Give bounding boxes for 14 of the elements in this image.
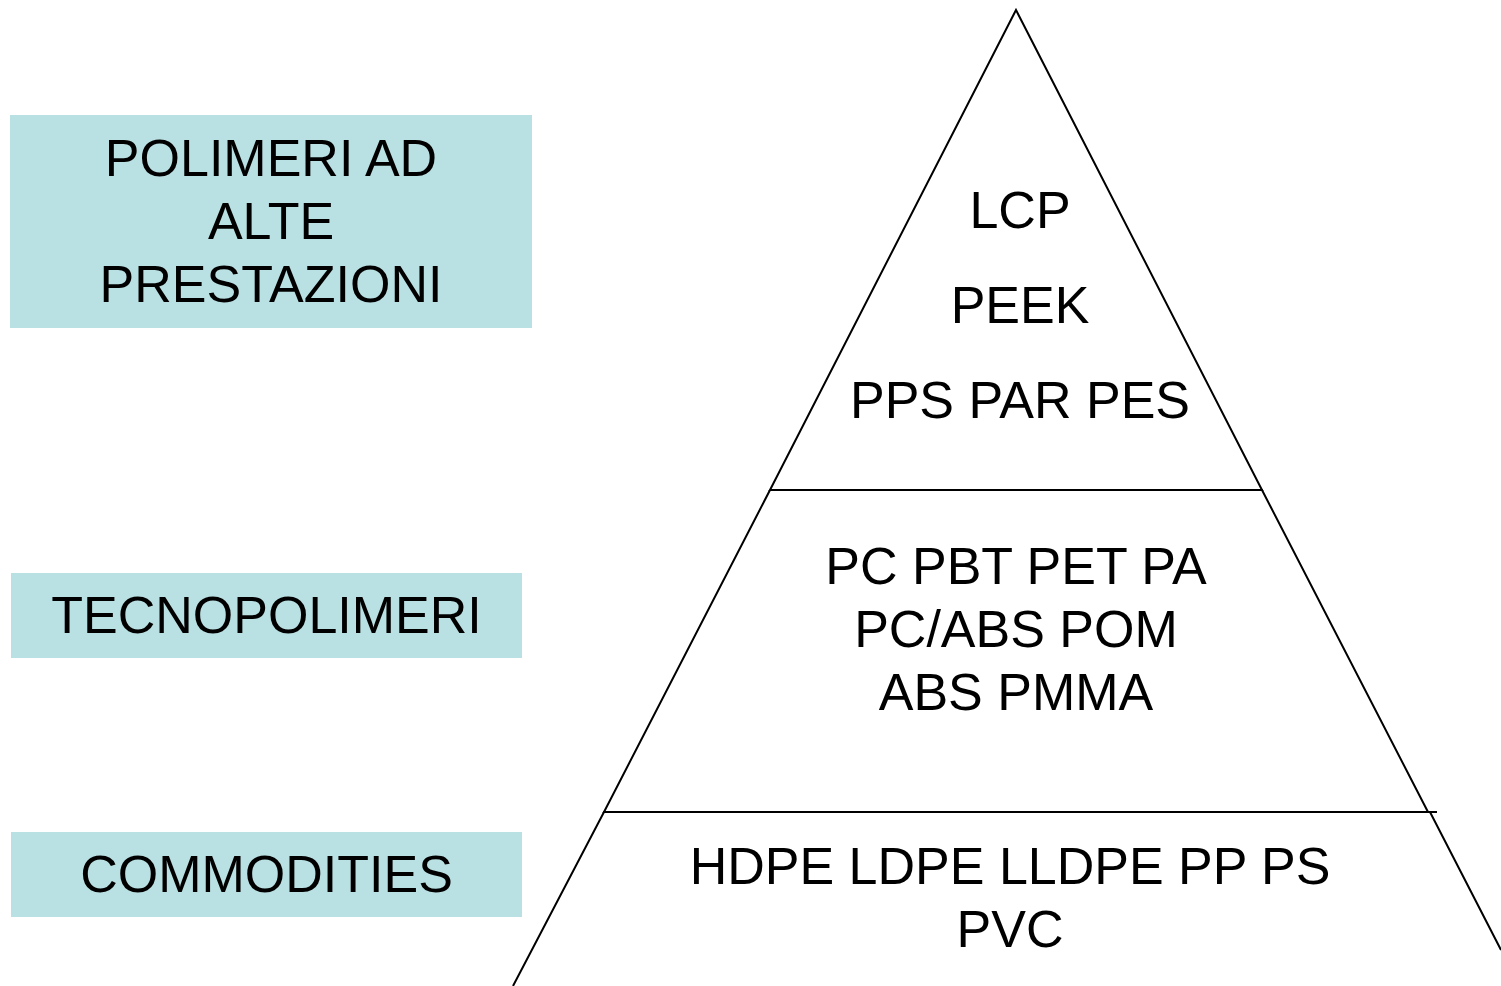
polymer-list: PEEK	[870, 273, 1170, 337]
pyramid-tier	[513, 812, 1501, 986]
category-name: TECNOPOLIMERI	[50, 585, 483, 646]
category-label	[11, 832, 522, 917]
pyramid-tier	[604, 490, 1437, 812]
polymer-list: HDPE LDPE LLDPE PP PS PVC	[670, 835, 1350, 961]
category-name: COMMODITIES	[79, 844, 454, 905]
polymer-list: LCP	[870, 178, 1170, 242]
category-label	[11, 573, 522, 658]
category-name: POLIMERI AD ALTE PRESTAZIONI	[98, 128, 444, 315]
category-label	[10, 115, 532, 328]
polymer-list: PPS PAR PES	[820, 368, 1220, 432]
pyramid-tier	[770, 10, 1262, 490]
polymer-list: PC PBT PET PA PC/ABS POM ABS PMMA	[806, 534, 1226, 724]
